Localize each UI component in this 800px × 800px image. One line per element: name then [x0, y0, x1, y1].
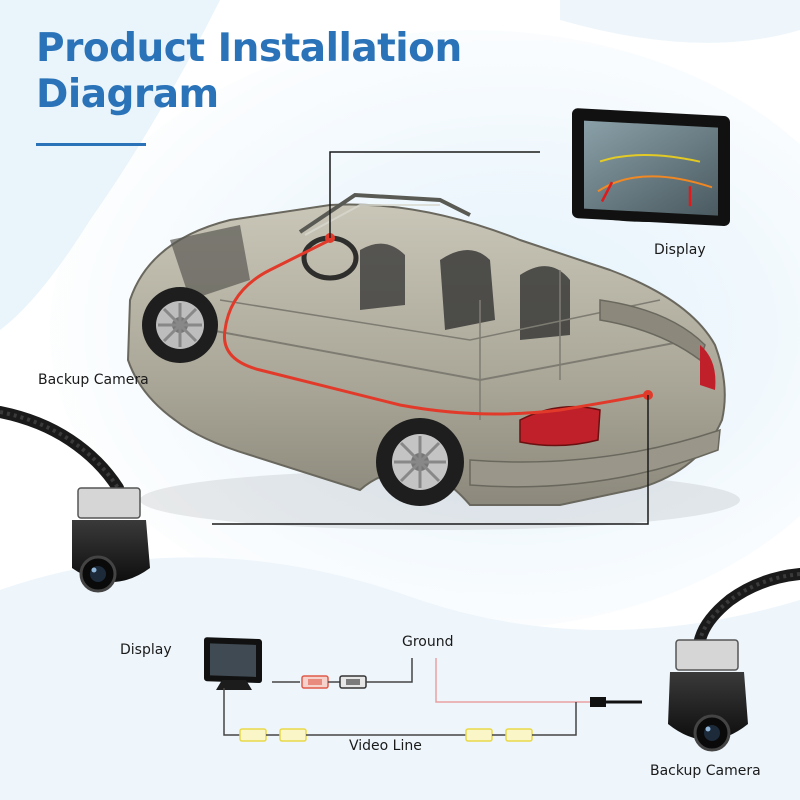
label-video-line: Video Line: [349, 738, 422, 754]
title-line-1: Product Installation: [36, 26, 462, 71]
leader-lines: [212, 151, 649, 525]
label-backup-camera-left: Backup Camera: [38, 372, 149, 388]
label-display-top: Display: [654, 242, 706, 258]
label-ground: Ground: [402, 634, 454, 650]
label-display-bottom: Display: [120, 642, 172, 658]
wiring-schematic: [204, 637, 642, 742]
label-backup-camera-bottom: Backup Camera: [650, 763, 761, 779]
display-leader-line: [329, 151, 540, 238]
car-cutaway-icon: [126, 192, 740, 530]
camera-leader-line: [212, 395, 649, 525]
backup-camera-icon: [668, 568, 800, 752]
monitor-icon: [572, 108, 730, 226]
title-underline: [36, 143, 146, 146]
page-title: Product Installation Diagram: [36, 26, 462, 118]
backup-camera-icon: [0, 406, 150, 593]
monitor-icon: [204, 637, 262, 690]
title-line-2: Diagram: [36, 72, 219, 117]
